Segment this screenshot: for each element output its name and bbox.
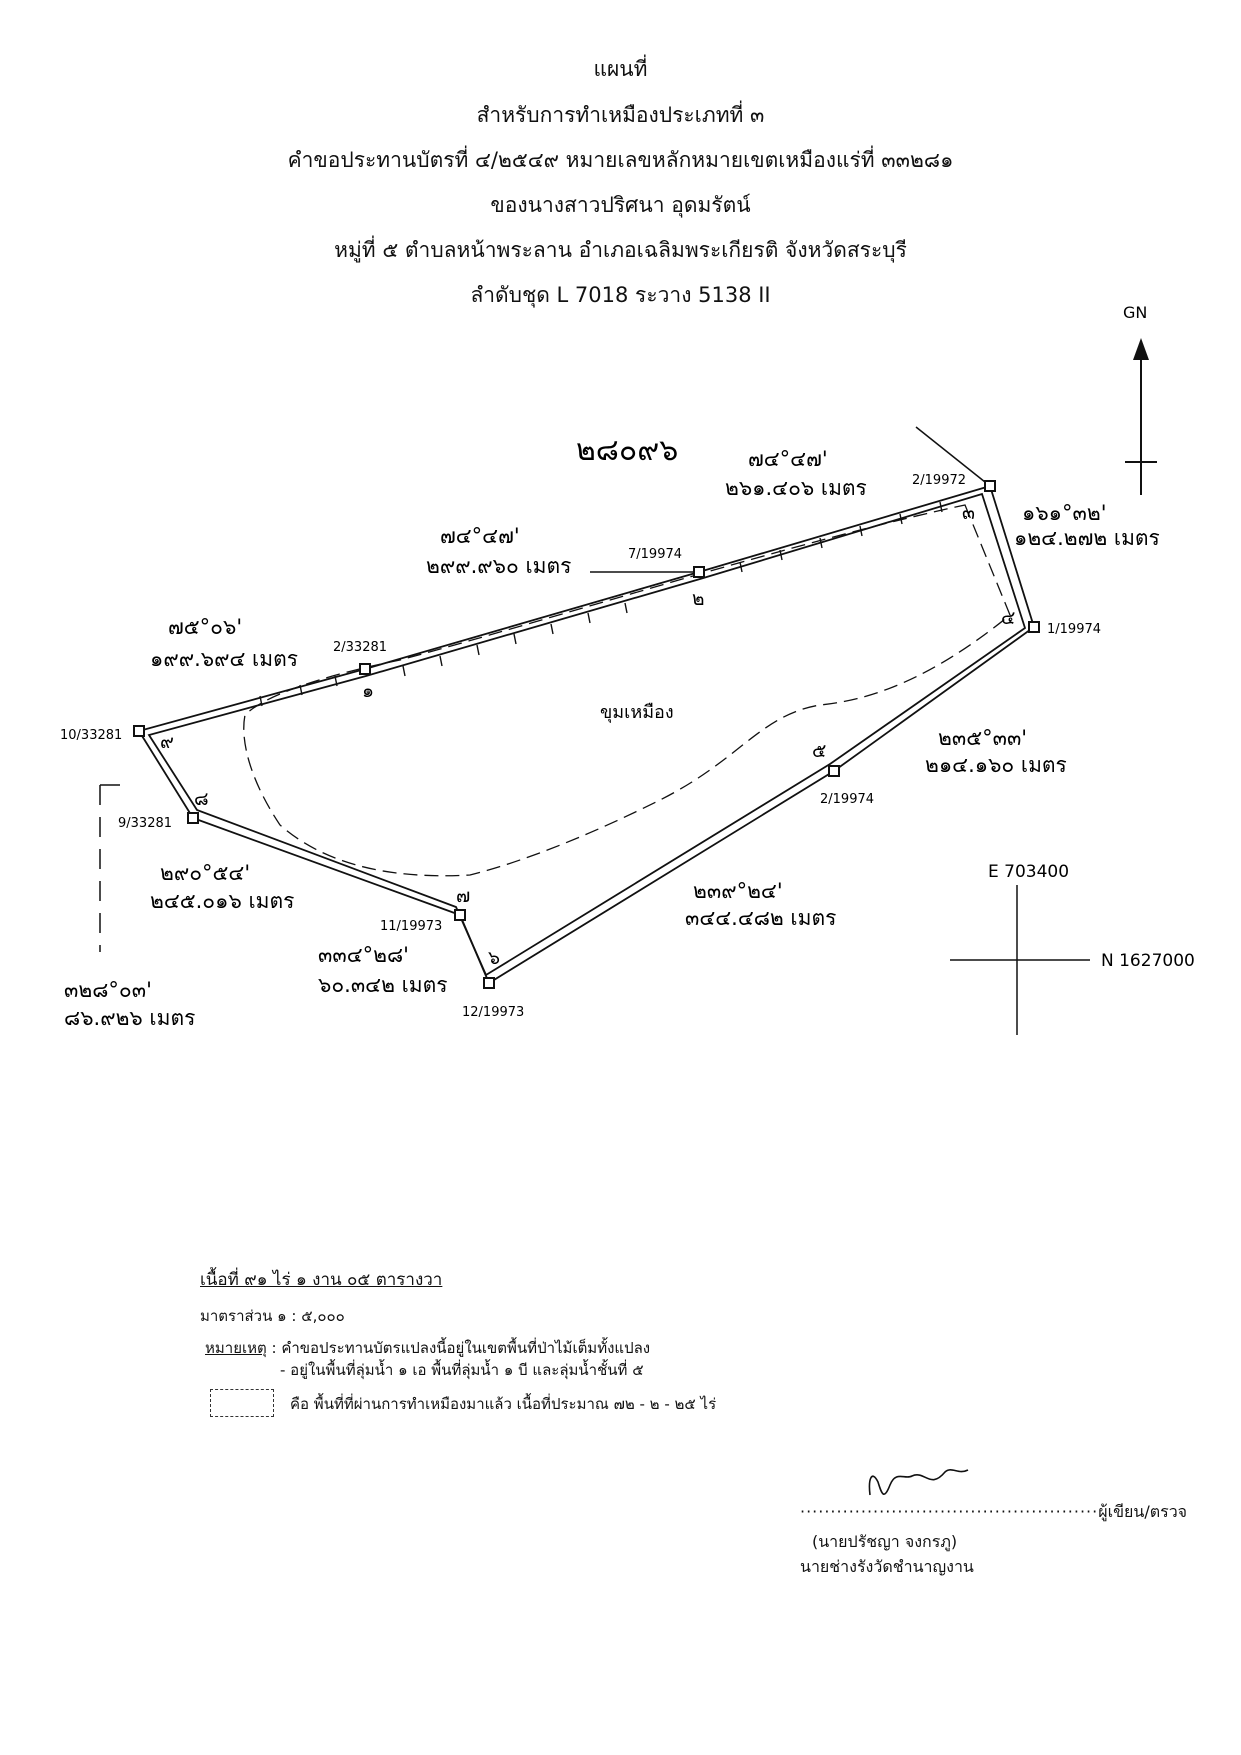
bearing-angle: ๗๕°๐๖' [168,615,242,639]
station-number: ๖ [488,947,500,969]
station-code: 9/33281 [118,816,172,831]
grid-e-label: E 703400 [988,862,1069,882]
title-line-6: ลำดับชุด L 7018 ระวาง 5138 II [470,283,771,307]
station-number: ๓ [962,502,975,524]
station-marker [359,663,371,675]
bearing-angle: ๑๖๑°๓๒' [1022,501,1106,525]
bearing-distance: ๒๙๙.๙๖๐ เมตร [426,554,571,578]
bearing-angle: ๗๔°๔๗' [440,524,520,548]
boundary-ticks [259,501,943,707]
bearing-distance: ๒๖๑.๔๐๖ เมตร [725,476,867,500]
legend-swatch [210,1389,274,1417]
bearing-angle: ๒๓๕°๓๓' [938,726,1027,750]
area-note: เนื้อที่ ๙๑ ไร่ ๑ งาน ๐๕ ตารางวา [200,1270,443,1290]
remark-line-2: - อยู่ในพื้นที่ลุ่มน้ำ ๑ เอ พื้นที่ลุ่มน… [280,1361,644,1379]
bearing-angle: ๓๒๘°๐๓' [64,978,152,1002]
bearing-distance: ๒๔๕.๐๑๖ เมตร [150,889,294,913]
station-marker [187,812,199,824]
station-code: 2/33281 [333,640,387,655]
signature-dots: ········································… [800,1502,1099,1521]
bearing-distance: ๘๖.๙๒๖ เมตร [64,1006,195,1030]
station-code: 2/19972 [912,473,966,488]
station-number: ๕ [812,740,826,762]
station-number: ๗ [456,885,470,907]
signature-mark [868,1469,969,1496]
station-marker [1028,621,1040,633]
title-line-3: คำขอประทานบัตรที่ ๔/๒๕๔๙ หมายเลขหลักหมาย… [287,148,954,172]
reference-dashed-line [99,784,128,952]
bearing-angle: ๗๔°๔๗' [748,447,828,471]
station-marker [454,909,466,921]
bearing-distance: ๓๔๔.๔๘๒ เมตร [685,906,836,930]
station-marker [984,480,996,492]
bearing-angle: ๒๙๐°๕๔' [160,861,250,885]
station-codes: 2/19972 1/19974 2/19974 12/19973 11/1997… [60,473,1101,1020]
bearing-angle: ๒๓๙°๒๔' [693,879,783,903]
signature-title: นายช่างรังวัดชำนาญงาน [800,1557,974,1576]
north-arrow-icon: GN [1123,303,1157,495]
station-markers [133,480,1040,989]
remark-text: : คำขอประทานบัตรแปลงนี้อยู่ในเขตพื้นที่ป… [266,1339,651,1357]
title-line-2: สำหรับการทำเหมืองประเภทที่ ๓ [476,103,765,127]
station-marker [693,566,705,578]
title-line-4: ของนางสาวปริศนา อุดมรัตน์ [490,193,751,217]
station-code: 12/19973 [462,1005,524,1020]
station-number: ๙ [160,731,174,753]
parcel-number: ๒๘๐๙๖ [576,433,678,468]
station-marker [133,725,145,737]
bearing-distance: ๒๑๔.๑๖๐ เมตร [925,753,1067,777]
remark-label: หมายเหตุ [205,1339,267,1357]
grid-cross-icon [950,885,1090,1035]
station-code: 2/19974 [820,792,874,807]
station-code: 11/19973 [380,919,442,934]
title-line-1: แผนที่ [593,57,648,81]
station-number: ๘ [194,788,209,810]
station-code: 7/19974 [628,547,682,562]
bearing-angle: ๓๓๔°๒๘' [318,943,409,967]
station-code: 1/19974 [1047,622,1101,637]
station-number: ๒ [692,588,705,610]
station-number: ๑ [362,680,374,702]
legend-text: คือ พื้นที่ที่ผ่านการทำเหมืองมาแล้ว เนื้… [290,1395,717,1413]
bearing-distance: ๑๙๙.๖๙๔ เมตร [150,647,298,671]
station-code: 10/33281 [60,728,122,743]
signature-name: (นายปรัชญา จงกรภู) [812,1532,958,1551]
grid-n-label: N 1627000 [1101,951,1195,971]
bearing-distance: ๑๒๔.๒๗๒ เมตร [1014,526,1160,550]
title-line-5: หมู่ที่ ๕ ตำบลหน้าพระลาน อำเภอเฉลิมพระเก… [334,238,907,262]
scale-note: มาตราส่วน ๑ : ๕,๐๐๐ [200,1307,345,1325]
parcel-boundary [137,484,1036,985]
pit-label: ขุมเหมือง [600,702,674,723]
station-numbers: ๓ ๔ ๕ ๖ ๗ ๘ ๙ ๑ ๒ [160,502,1015,969]
leader-line [915,426,991,487]
north-label: GN [1123,303,1147,322]
station-marker [828,765,840,777]
remark-line-1: หมายเหตุ : คำขอประทานบัตรแปลงนี้อยู่ในเข… [205,1336,650,1360]
signature-role-line: ········································… [800,1500,1187,1525]
mine-pit-outline [243,504,1011,877]
signature-role: ผู้เขียน/ตรวจ [1098,1502,1188,1521]
station-number: ๔ [1001,607,1015,629]
bearing-distance: ๖๐.๓๔๒ เมตร [318,973,448,997]
bearing-labels: ๗๔°๔๗' ๒๖๑.๔๐๖ เมตร ๑๖๑°๓๒' ๑๒๔.๒๗๒ เมตร… [64,447,1160,1030]
station-marker [483,977,495,989]
